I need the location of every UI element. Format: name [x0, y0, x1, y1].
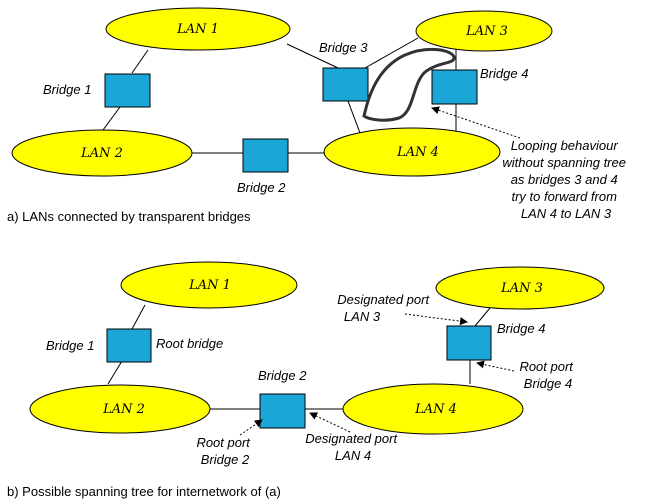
- caption-a: a) LANs connected by transparent bridges: [7, 209, 251, 224]
- b-bridge1-box: [106, 328, 152, 363]
- bridge3-box: [322, 67, 369, 102]
- loop-annotation-line-1: Looping behaviour: [511, 138, 619, 153]
- b-bridge2-box: [259, 393, 306, 429]
- caption-b: b) Possible spanning tree for internetwo…: [7, 484, 281, 499]
- root-port-bridge4-line-1: Root port: [519, 359, 574, 374]
- b-lan1-ellipse: [120, 261, 298, 309]
- bridge1-box: [104, 73, 151, 108]
- loop-annotation-line-3: as bridges 3 and 4: [511, 172, 618, 187]
- designated-port-lan3-line-2: LAN 3: [344, 309, 381, 324]
- b-lan1-label: LAN 1: [188, 278, 231, 293]
- lan4-ellipse: [323, 127, 501, 177]
- b-bridge2-label: Bridge 2: [258, 368, 307, 383]
- bridge3-label: Bridge 3: [319, 40, 368, 55]
- lan1-label: LAN 1: [176, 22, 219, 37]
- lan4-label: LAN 4: [396, 145, 439, 160]
- b-lan3-ellipse: [435, 266, 605, 310]
- bridge2-label: Bridge 2: [237, 180, 286, 195]
- lan1-ellipse: [105, 7, 291, 51]
- b-bridge4-label: Bridge 4: [497, 321, 545, 336]
- b-lan2-ellipse: [29, 384, 211, 434]
- link-b-lan3-bridge4: [474, 307, 491, 327]
- lan2-ellipse: [11, 129, 193, 177]
- root-bridge-label: Root bridge: [156, 336, 223, 351]
- root-port-bridge4-line-2: Bridge 4: [524, 376, 572, 391]
- designated-port-lan3-line-1: Designated port: [337, 292, 430, 307]
- designated-port-lan3-arrow: [404, 313, 468, 326]
- b-bridge4-box: [446, 325, 492, 361]
- bridge2-box: [242, 138, 289, 173]
- loop-annotation-line-5: LAN 4 to LAN 3: [521, 206, 612, 221]
- lan3-ellipse: [415, 10, 553, 52]
- loop-annotation-line-4: try to forward from: [511, 189, 617, 204]
- bridge4-label: Bridge 4: [480, 66, 528, 81]
- designated-port-lan4-line-1: Designated port: [305, 431, 398, 446]
- b-lan2-label: LAN 2: [102, 402, 145, 417]
- lan3-label: LAN 3: [465, 24, 508, 39]
- b-lan4-label: LAN 4: [414, 402, 457, 417]
- designated-port-lan3-label: Designated port LAN 3: [337, 292, 432, 324]
- lan2-label: LAN 2: [80, 146, 123, 161]
- link-lan1-bridge3: [286, 43, 339, 69]
- b-bridge1-label: Bridge 1: [46, 338, 94, 353]
- b-lan3-label: LAN 3: [500, 281, 543, 296]
- loop-annotation: Looping behaviour without spanning tree …: [502, 138, 629, 221]
- loop-annotation-arrow: [431, 106, 521, 139]
- bridge4-box: [431, 69, 478, 105]
- root-port-bridge2-line-1: Root port: [196, 435, 251, 450]
- root-port-bridge2-line-2: Bridge 2: [201, 452, 250, 467]
- root-port-bridge4-arrow: [476, 360, 515, 372]
- root-port-bridge4-label: Root port Bridge 4: [519, 359, 576, 391]
- link-b-bridge1-lan2: [107, 360, 123, 385]
- link-b-bridge1-lan1: [131, 304, 146, 330]
- loop-annotation-line-2: without spanning tree: [502, 155, 626, 170]
- link-bridge3-lan4: [347, 100, 361, 134]
- designated-port-lan4-label: Designated port LAN 4: [305, 431, 400, 463]
- designated-port-lan4-line-2: LAN 4: [335, 448, 371, 463]
- root-port-bridge2-arrow: [239, 419, 263, 436]
- bridge1-label: Bridge 1: [43, 82, 91, 97]
- link-bridge1-lan2: [102, 106, 121, 131]
- diagram-a: LAN 1 LAN 2 LAN 3 LAN 4 Bridge 1 Bridge …: [7, 7, 629, 224]
- link-bridge3-lan3: [364, 37, 419, 69]
- diagram-b: LAN 1 LAN 2 LAN 3 LAN 4 Bridge 1 Root br…: [7, 261, 605, 499]
- loop-scribble: [362, 47, 456, 122]
- designated-port-lan4-arrow: [309, 412, 351, 433]
- link-bridge1-lan1: [131, 49, 149, 74]
- root-port-bridge2-label: Root port Bridge 2: [196, 435, 253, 467]
- b-lan4-ellipse: [342, 383, 524, 435]
